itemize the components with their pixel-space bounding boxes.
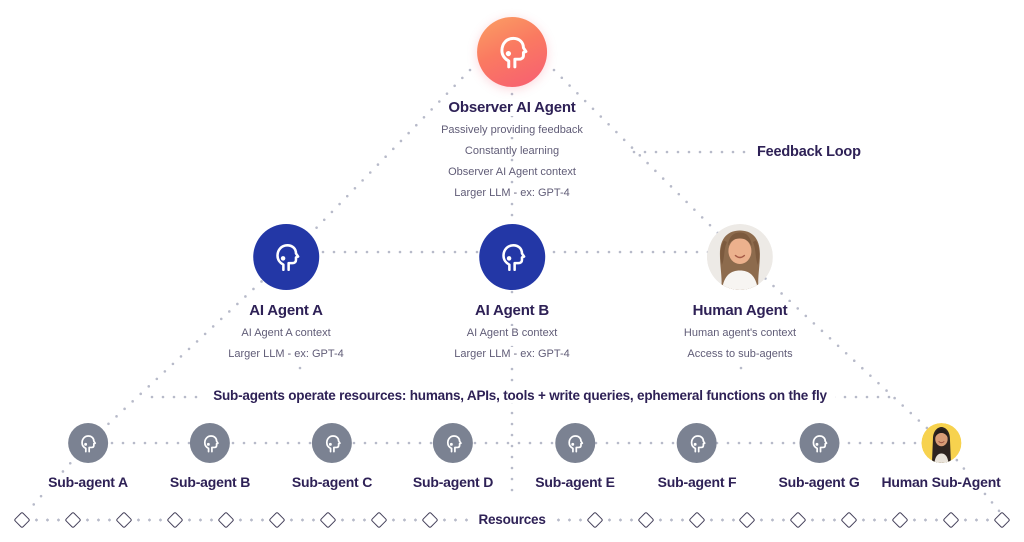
sub-agent-d-node: Sub-agent D (409, 423, 497, 492)
sub-agent-b-label: Sub-agent B (166, 474, 254, 490)
resource-diamond (840, 511, 858, 528)
observer-context-line: Observer AI Agent context (445, 165, 579, 179)
resource-diamond (688, 511, 705, 528)
resource-diamond (891, 511, 909, 528)
resource-diamond (115, 511, 133, 528)
observer-agent-circle (476, 17, 547, 87)
observer-context-line: Larger LLM - ex: GPT-4 (451, 186, 573, 200)
resource-diamond (942, 511, 960, 528)
sub-agent-f-circle (677, 423, 717, 463)
ai-agent-a-title: AI Agent A (245, 302, 327, 319)
dotted-separator (440, 517, 470, 522)
dotted-separator (758, 517, 788, 522)
ai-head-icon (568, 434, 584, 453)
sub-agent-e-circle (554, 423, 595, 463)
human-agent-title: Human Agent (688, 302, 792, 319)
feedback-loop-label: Feedback Loop (757, 144, 861, 160)
ai-agent-b-context-line: Larger LLM - ex: GPT-4 (451, 347, 573, 361)
dotted-separator (707, 517, 737, 522)
resources-row: Resources (13, 510, 1011, 529)
ai-head-icon (325, 434, 341, 453)
dotted-separator (83, 517, 113, 522)
resource-diamond (738, 511, 756, 528)
dotted-separator (962, 517, 992, 522)
ai-head-icon (812, 434, 828, 453)
resource-diamond (64, 511, 82, 528)
dotted-separator (338, 517, 368, 522)
observer-context-line: Passively providing feedback (438, 123, 586, 137)
sub-agent-g-circle (799, 423, 839, 463)
resource-diamond (13, 511, 31, 528)
sub-agent-d-circle (433, 423, 473, 463)
sub-agent-e-label: Sub-agent E (532, 474, 618, 490)
human-sub-agent-avatar (920, 423, 961, 463)
sub-agent-f-node: Sub-agent F (654, 423, 740, 492)
ai-agent-b-node: AI Agent B AI Agent B context Larger LLM… (451, 224, 573, 362)
human-agent-avatar (706, 224, 773, 290)
dotted-separator (809, 517, 839, 522)
sub-agent-g-node: Sub-agent G (775, 423, 863, 492)
resource-diamond (637, 511, 655, 528)
observer-agent-node: Observer AI Agent Passively providing fe… (438, 17, 586, 201)
dotted-separator (33, 517, 62, 522)
ai-head-icon (446, 434, 462, 453)
human-agent-node: Human Agent Human agent's context Access… (680, 224, 800, 362)
human-sub-agent-node: Human Sub-Agent (878, 423, 1004, 492)
ai-head-icon (500, 36, 528, 69)
dotted-separator (134, 517, 164, 522)
resources-label: Resources (474, 512, 550, 527)
ai-head-icon (203, 434, 219, 453)
resource-diamond (421, 511, 438, 528)
sub-agent-b-node: Sub-agent B (166, 423, 254, 492)
resource-diamond (789, 511, 807, 528)
ai-agent-a-context-line: AI Agent A context (238, 326, 334, 340)
dotted-separator (287, 517, 317, 522)
woman-portrait-illustration (706, 224, 773, 290)
sub-agent-b-circle (190, 423, 230, 463)
sub-agent-c-label: Sub-agent C (288, 474, 376, 490)
sub-agent-f-label: Sub-agent F (654, 474, 740, 490)
sub-agent-e-node: Sub-agent E (532, 423, 618, 492)
resource-diamond (370, 511, 388, 528)
sub-agents-note: Sub-agents operate resources: humans, AP… (205, 388, 835, 403)
dotted-separator (389, 517, 419, 522)
human-sub-agent-label: Human Sub-Agent (878, 474, 1004, 490)
resource-diamond (319, 511, 337, 528)
sub-agent-a-node: Sub-agent A (45, 423, 131, 492)
ai-agent-a-context-line: Larger LLM - ex: GPT-4 (225, 347, 347, 361)
dotted-separator (605, 517, 635, 522)
ai-head-icon (81, 434, 97, 453)
dotted-separator (656, 517, 686, 522)
ai-head-icon (276, 244, 300, 272)
ai-agent-a-circle (252, 224, 319, 290)
ai-agent-a-node: AI Agent A AI Agent A context Larger LLM… (225, 224, 347, 362)
ai-agent-b-context-line: AI Agent B context (463, 326, 561, 340)
dotted-separator (554, 517, 584, 522)
human-agent-context-line: Access to sub-agents (684, 347, 796, 361)
sub-agent-c-circle (312, 423, 352, 463)
dotted-separator (860, 517, 890, 522)
resource-diamond (166, 511, 184, 528)
sub-agent-a-label: Sub-agent A (45, 474, 131, 490)
observer-context-line: Constantly learning (461, 144, 563, 158)
woman-portrait-illustration (920, 423, 961, 463)
sub-agent-c-node: Sub-agent C (288, 423, 376, 492)
ai-head-icon (502, 244, 526, 272)
dotted-separator (185, 517, 215, 522)
ai-agent-b-title: AI Agent B (470, 302, 554, 319)
sub-agent-a-circle (67, 423, 108, 463)
observer-agent-title: Observer AI Agent (444, 99, 580, 116)
sub-agent-g-label: Sub-agent G (775, 474, 863, 490)
human-agent-context-line: Human agent's context (680, 326, 800, 340)
ai-agent-b-circle (478, 224, 545, 290)
resource-diamond (268, 511, 286, 528)
dotted-separator (236, 517, 266, 522)
resource-diamond (586, 511, 604, 528)
ai-head-icon (690, 434, 706, 453)
dotted-separator (911, 517, 941, 522)
resource-diamond (217, 511, 235, 528)
sub-agent-d-label: Sub-agent D (409, 474, 497, 490)
